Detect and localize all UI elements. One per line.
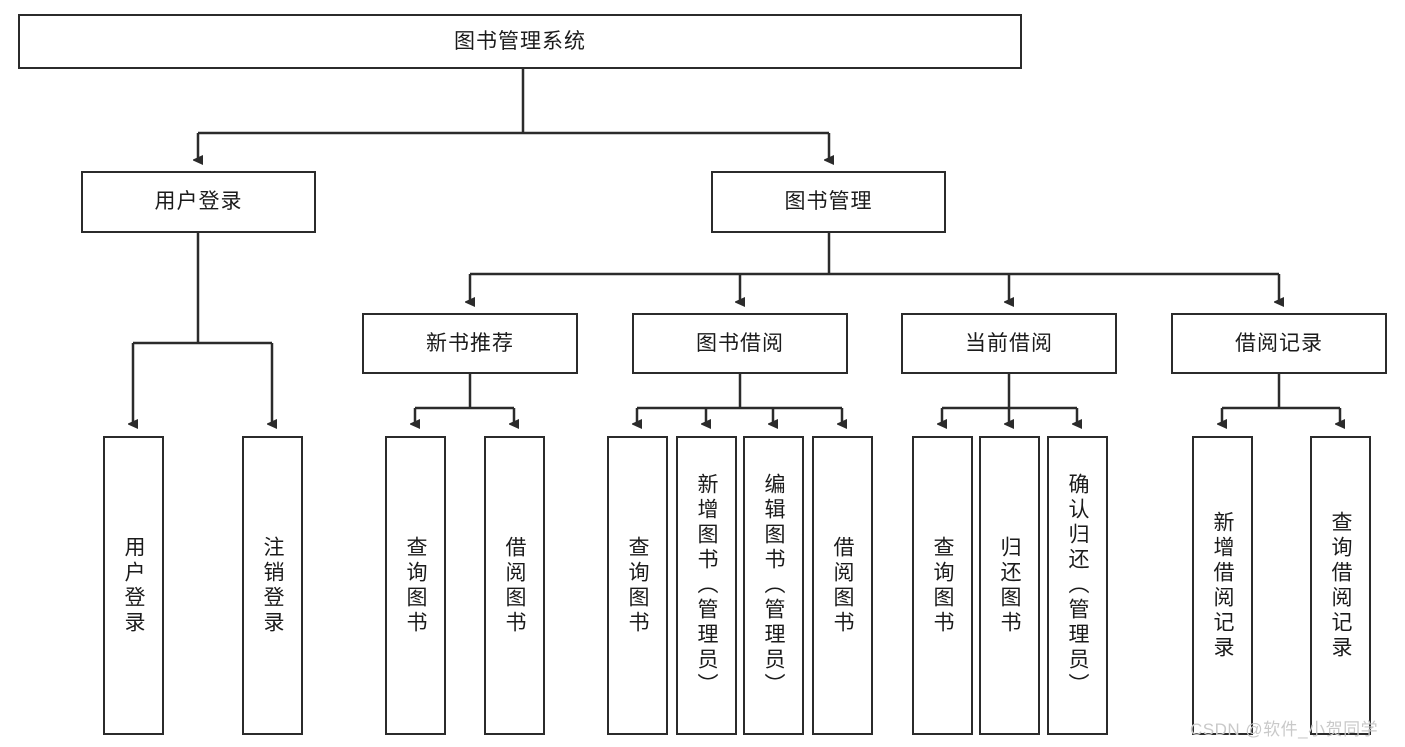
leaf-current-return-book[interactable]: 归还图书: [979, 436, 1040, 735]
leaf-record-add[interactable]: 新增借阅记录: [1192, 436, 1253, 735]
node-label: 查询图书: [404, 535, 427, 636]
node-label: 新增借阅记录: [1211, 510, 1234, 661]
node-label: 新增图书（管理员）: [695, 473, 718, 698]
node-label: 查询图书: [931, 535, 954, 636]
node-label: 查询借阅记录: [1329, 510, 1352, 661]
node-borrow-record[interactable]: 借阅记录: [1171, 313, 1387, 374]
leaf-new-book-query[interactable]: 查询图书: [385, 436, 446, 735]
node-label: 查询图书: [626, 535, 649, 636]
node-label: 编辑图书（管理员）: [762, 473, 785, 698]
node-label: 新书推荐: [426, 331, 514, 355]
node-label: 借阅图书: [503, 535, 526, 636]
node-label: 借阅图书: [831, 535, 854, 636]
node-label: 用户登录: [122, 535, 145, 636]
node-label: 借阅记录: [1235, 331, 1323, 355]
node-label: 确认归还（管理员）: [1066, 473, 1089, 698]
leaf-borrow-add-book[interactable]: 新增图书（管理员）: [676, 436, 737, 735]
leaf-borrow-edit-book[interactable]: 编辑图书（管理员）: [743, 436, 804, 735]
node-book-borrow[interactable]: 图书借阅: [632, 313, 848, 374]
leaf-borrow-query-book[interactable]: 查询图书: [607, 436, 668, 735]
node-book-management[interactable]: 图书管理: [711, 171, 946, 233]
node-label: 注销登录: [261, 535, 284, 636]
node-current-borrow[interactable]: 当前借阅: [901, 313, 1117, 374]
leaf-new-book-borrow[interactable]: 借阅图书: [484, 436, 545, 735]
node-label: 归还图书: [998, 535, 1021, 636]
node-user-login[interactable]: 用户登录: [81, 171, 316, 233]
node-label: 图书管理: [784, 190, 873, 214]
leaf-record-query[interactable]: 查询借阅记录: [1310, 436, 1371, 735]
node-new-book-recommend[interactable]: 新书推荐: [362, 313, 578, 374]
node-label: 用户登录: [154, 190, 243, 214]
leaf-borrow-borrow-book[interactable]: 借阅图书: [812, 436, 873, 735]
leaf-user-login-signout[interactable]: 注销登录: [242, 436, 303, 735]
node-label: 当前借阅: [965, 331, 1053, 355]
node-label: 图书借阅: [696, 331, 784, 355]
leaf-current-confirm-return[interactable]: 确认归还（管理员）: [1047, 436, 1108, 735]
leaf-user-login-signin[interactable]: 用户登录: [103, 436, 164, 735]
leaf-current-query-book[interactable]: 查询图书: [912, 436, 973, 735]
node-root-system[interactable]: 图书管理系统: [18, 14, 1022, 69]
node-label: 图书管理系统: [454, 29, 586, 53]
